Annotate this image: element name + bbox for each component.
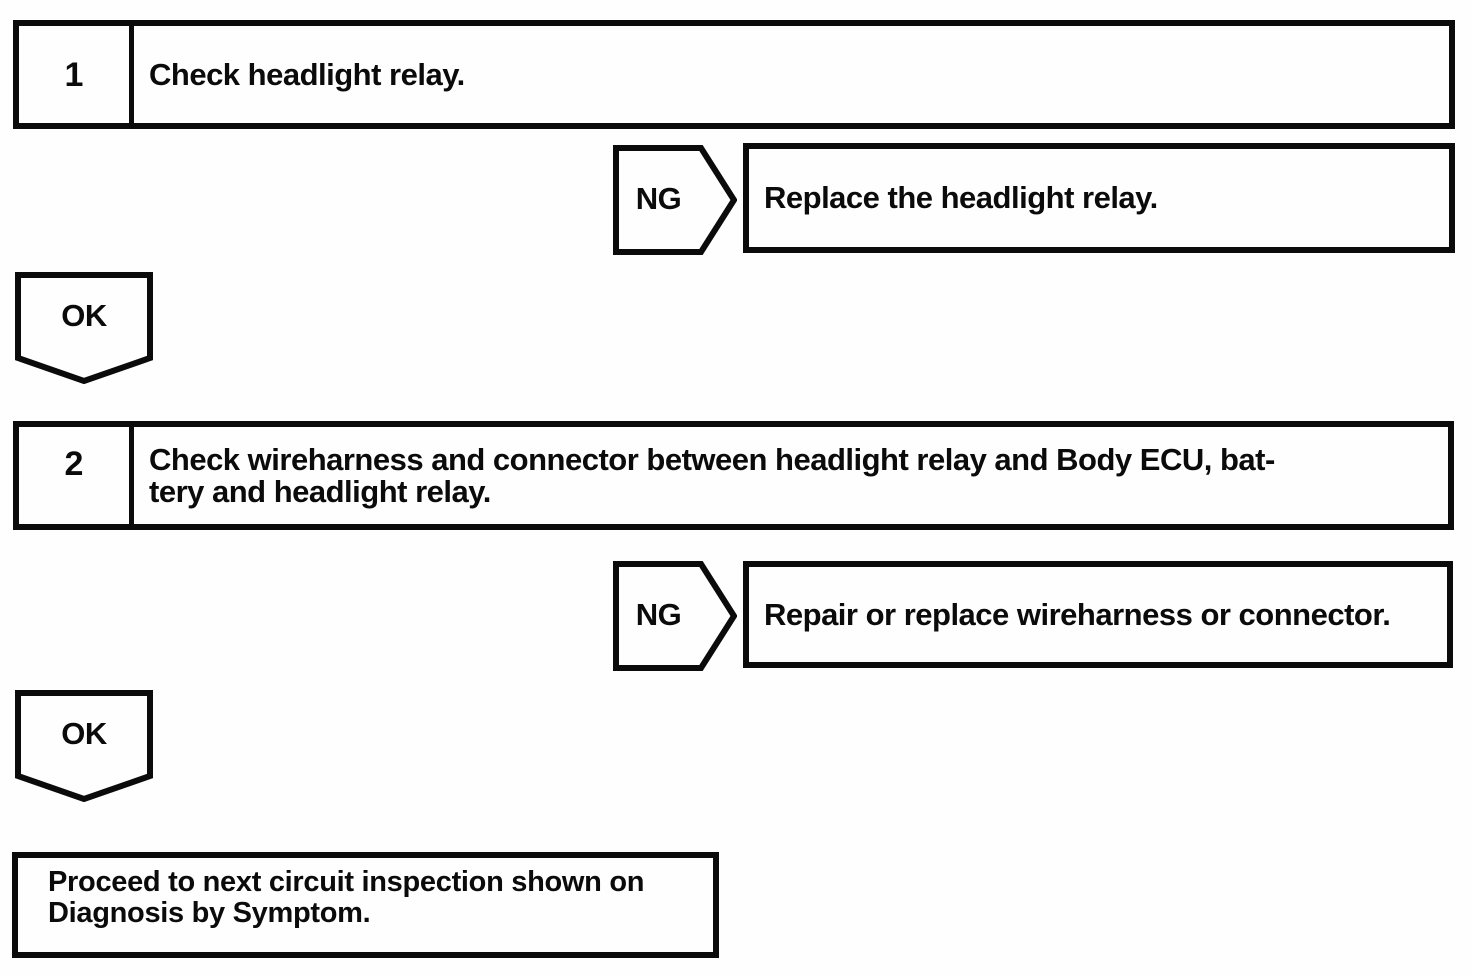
ng-pentagon-right-icon bbox=[613, 145, 737, 255]
step-2-instruction-line-1: Check wireharness and connector between … bbox=[149, 441, 1275, 477]
step-1-instruction-line-1: Check headlight relay. bbox=[149, 56, 465, 92]
step-2-ng-action-box: Repair or replace wireharness or connect… bbox=[743, 561, 1453, 668]
ok-pentagon-down-icon bbox=[15, 690, 153, 802]
step-2-instruction: Check wireharness and connector between … bbox=[134, 427, 1448, 524]
step-1-ng-action-box: Replace the headlight relay. bbox=[743, 143, 1455, 253]
step-2-ng-action-line-1: Repair or replace wireharness or connect… bbox=[764, 596, 1391, 632]
step-1-number: 1 bbox=[64, 55, 84, 94]
step-2-ok-arrow: OK bbox=[15, 690, 153, 802]
step-1-ok-arrow: OK bbox=[15, 272, 153, 384]
step-1-instruction: Check headlight relay. bbox=[134, 26, 1449, 123]
step-2-ok-label: OK bbox=[61, 716, 107, 751]
step-2-number-cell: 2 bbox=[19, 427, 134, 524]
step-2-number: 2 bbox=[64, 445, 84, 483]
step-1-number-cell: 1 bbox=[19, 26, 134, 123]
step-1-ng-label: NG bbox=[635, 181, 682, 216]
step-1-ng-action-line-1: Replace the headlight relay. bbox=[764, 180, 1158, 215]
step-1-ok-label: OK bbox=[61, 298, 107, 333]
ng-pentagon-right-icon bbox=[613, 561, 737, 671]
step-1-ng-arrow: NG bbox=[613, 144, 737, 256]
step-2-instruction-line-2: tery and headlight relay. bbox=[149, 473, 491, 509]
final-conclusion-box: Proceed to next circuit inspection shown… bbox=[12, 852, 719, 958]
step-2-ng-label: NG bbox=[635, 597, 682, 632]
step-1-box: 1 Check headlight relay. bbox=[13, 20, 1455, 129]
step-2-ng-arrow: NG bbox=[613, 560, 737, 672]
final-conclusion-line-1: Proceed to next circuit inspection shown… bbox=[48, 866, 645, 898]
ok-pentagon-down-icon bbox=[15, 272, 153, 384]
step-2-box: 2 Check wireharness and connector betwee… bbox=[13, 421, 1454, 530]
final-conclusion-line-2: Diagnosis by Symptom. bbox=[48, 897, 371, 929]
